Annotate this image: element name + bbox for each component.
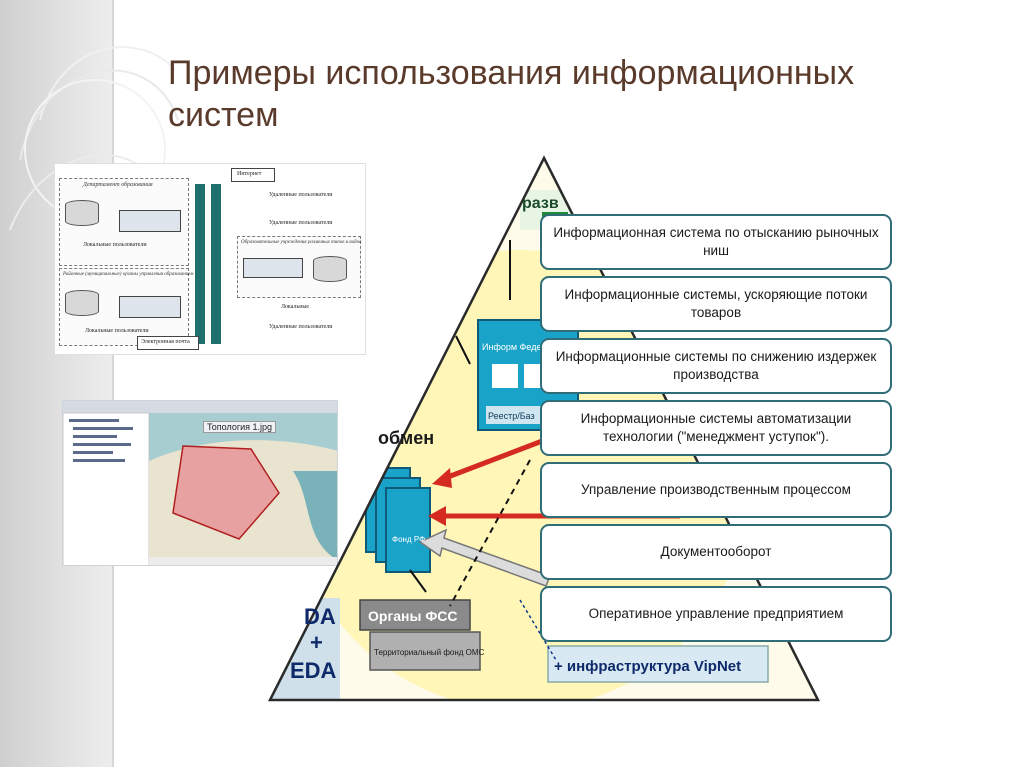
process-box [119, 210, 181, 232]
pyramid-label-foms: Территориальный фонд ОМС [374, 648, 485, 657]
pyramid-label-exchange: обмен [378, 428, 434, 448]
remote-users-label-2: Удаленные пользователи [269, 220, 333, 226]
network-bus [195, 184, 205, 344]
pyramid-label-registry: Реестр/Баз [488, 411, 535, 421]
pyramid-label-fss: Органы ФСС [368, 608, 458, 624]
pyramid-label-center-box: Информ Федераль [482, 342, 562, 352]
ps-card-operational-management: Оперативное управление предприятием [540, 586, 892, 642]
internet-box [231, 168, 275, 182]
database-icon [65, 290, 99, 316]
local-users-label-3: Локальные [281, 304, 310, 310]
remote-users-label-1: Удаленные пользователи [269, 192, 333, 198]
ps-card-automation: Информационные системы автоматизации тех… [540, 400, 892, 456]
ps-card-cost-reduction: Информационные системы по снижению издер… [540, 338, 892, 394]
pyramid-label-top: разв [522, 195, 559, 212]
ps-card-document-flow: Документооборот [540, 524, 892, 580]
map-drawing [63, 401, 337, 565]
pyramid-label-eda-plus: + [310, 630, 323, 655]
local-users-label-2: Локальные пользователи [85, 328, 149, 334]
map-tab-label: Топология 1.jpg [203, 421, 277, 433]
dept-top-label: Департамент образования [83, 182, 153, 188]
e-mail-box [137, 336, 199, 350]
database-icon [313, 256, 347, 282]
network-diagram-image: Департамент образования Локальные пользо… [54, 163, 366, 355]
network-bus [211, 184, 221, 344]
pyramid-label-eda-2: EDA [290, 658, 337, 683]
dept-bottom-label: Районные (муниципальные) органы управлен… [63, 272, 194, 277]
side-band [0, 0, 112, 767]
remote-users-label-3: Удаленные пользователи [269, 324, 333, 330]
local-users-label-1: Локальные пользователи [83, 242, 147, 248]
side-edge [112, 0, 114, 767]
process-box [119, 296, 181, 318]
ps-card-market-niches: Информационная система по отысканию рыно… [540, 214, 892, 270]
e-mail-label: Электронная почта [141, 339, 190, 345]
pyramid-label-vipnet: + инфраструктура VipNet [554, 658, 741, 675]
dept-right-label: Образовательные учреждения различных тип… [241, 240, 362, 245]
pyramid-label-eda-1: DA [304, 604, 336, 629]
ps-card-goods-flow: Информационные системы, ускоряющие поток… [540, 276, 892, 332]
gis-map-screenshot: Топология 1.jpg [62, 400, 338, 566]
internet-label: Интернет [237, 171, 262, 177]
ps-card-production-control: Управление производственным процессом [540, 462, 892, 518]
database-icon [65, 200, 99, 226]
process-box [243, 258, 303, 278]
slide-title: Примеры использования информационных сис… [168, 54, 855, 134]
pyramid-label-fund-rf: Фонд РФ [392, 535, 425, 544]
